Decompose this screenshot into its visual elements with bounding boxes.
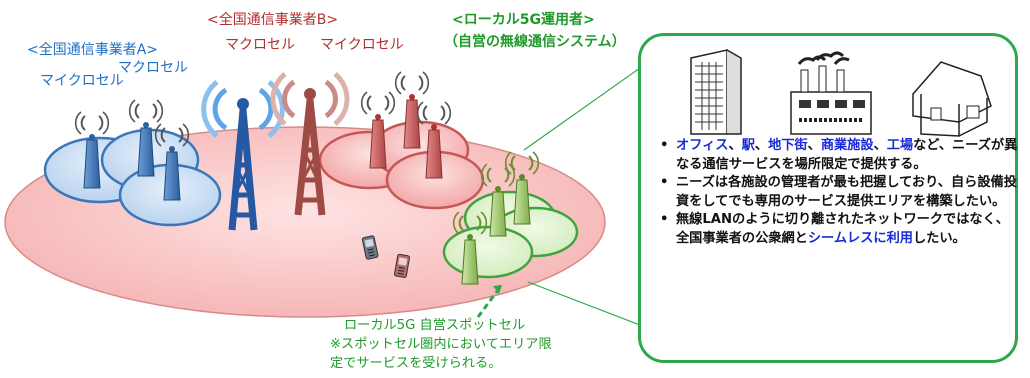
bullet-dot: • [660, 212, 669, 227]
spot-cell-note-2: 定でサービスを受けられる。 [330, 356, 502, 371]
spot-cell-note-1: ※スポットセル圏内においてエリア限 [330, 337, 552, 352]
bullet-1-seg-2: 駅 [741, 138, 755, 153]
carrier-a-micro-label: マイクロセル [40, 73, 124, 89]
bullet-1-seg-8: 工場 [886, 138, 914, 153]
bullet-dot: • [660, 138, 669, 153]
spot-cell-label: ローカル5G 自営スポットセル ※スポットセル圏内においてエリア限 定でサービス… [330, 316, 552, 373]
local5g-subtitle: （自営の無線通信システム） [444, 34, 626, 50]
spot-arrow [476, 289, 500, 318]
facility-icons [690, 49, 992, 137]
bullet-3-seg-0: 無線LANのように切り離されたネットワークではなく、全国事業者の公衆網と [676, 212, 1009, 246]
bullet-1-seg-1: 、 [728, 138, 742, 153]
local5g-title: <ローカル5G運用者> [452, 12, 595, 28]
bullet-1-seg-9: など、ニーズが異なる通信サービスを場所限定で提供する。 [676, 138, 1018, 172]
carrier-a-label: <全国通信事業者A> [27, 42, 159, 58]
bullet-1-seg-7: 、 [873, 138, 887, 153]
bullet-3: • 無線LANのように切り離されたネットワークではなく、全国事業者の公衆網とシーム… [646, 211, 1018, 248]
bullet-1-seg-4: 地下街 [768, 138, 808, 153]
local5g-info-box [638, 33, 1018, 363]
factory-icon [790, 51, 872, 135]
house-icon [912, 61, 992, 137]
callout-line-bottom [527, 281, 641, 326]
mobile-phone-icon [361, 235, 411, 278]
callout-line-top [523, 67, 641, 151]
bullet-1-seg-0: オフィス [676, 138, 729, 153]
bullet-1: •オフィス、駅、地下街、商業施設、工場など、ニーズが異なる通信サービスを場所限定… [646, 137, 1018, 174]
bullet-2-seg-0: ニーズは各施設の管理者が最も把握しており、自ら設備投資をしてでも専用のサービス提… [676, 175, 1017, 209]
office-building-icon [690, 49, 742, 135]
info-bullet-list: •オフィス、駅、地下街、商業施設、工場など、ニーズが異なる通信サービスを場所限定… [646, 137, 1018, 248]
carrier-b-micro-label: マイクロセル [320, 37, 404, 53]
bullet-2: • ニーズは各施設の管理者が最も把握しており、自ら設備投資をしてでも専用のサービス… [646, 174, 1018, 211]
carrier-b-label: <全国通信事業者B> [207, 12, 339, 28]
spot-cell-title: ローカル5G 自営スポットセル [344, 318, 526, 333]
bullet-3-seg-1: シームレスに利用 [807, 230, 913, 246]
carrier-a-macro-label: マクロセル [118, 60, 188, 76]
carrier-b-macro-label: マクロセル [225, 37, 295, 53]
carrier-b-macro-tower [270, 72, 350, 216]
bullet-1-seg-6: 商業施設 [820, 138, 874, 153]
bullet-1-seg-5: 、 [807, 138, 821, 153]
bullet-1-seg-3: 、 [754, 138, 769, 153]
bullet-dot: • [660, 175, 669, 190]
bullet-3-seg-2: したい。 [912, 230, 966, 246]
